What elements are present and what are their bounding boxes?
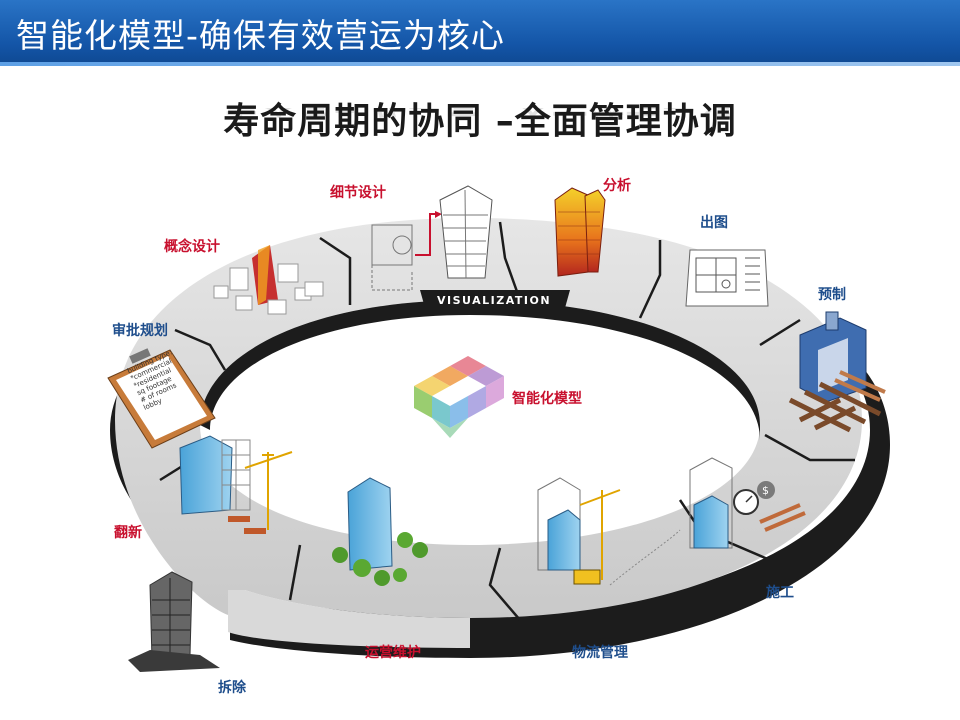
operation-maintenance-icon — [332, 477, 428, 586]
stage-label-concept-design: 概念设计 — [164, 239, 220, 255]
renovation-icon — [179, 435, 293, 534]
analysis-icon — [554, 187, 606, 277]
slide-subtitle: 寿命周期的协同 –全面管理协调 — [223, 101, 737, 142]
demolition-icon — [128, 571, 220, 672]
visualization-band-text: VISUALIZATION — [437, 294, 552, 307]
header-title: 智能化模型-确保有效营运为核心 — [16, 16, 505, 55]
header-bar: 智能化模型-确保有效营运为核心 — [0, 0, 960, 62]
drawing-output-icon — [685, 249, 769, 307]
smart-model-cube-icon — [414, 356, 504, 438]
ring-surface — [115, 218, 862, 648]
stage-label-demolition: 拆除 — [218, 680, 246, 696]
svg-text:$: $ — [762, 484, 769, 497]
stage-label-analysis: 分析 — [603, 178, 631, 194]
construction-icon: $ — [689, 457, 806, 549]
stage-label-logistics: 物流管理 — [572, 645, 628, 661]
concept-design-icon — [213, 245, 324, 315]
clipboard-icon — [107, 348, 216, 449]
header-divider — [0, 62, 960, 66]
visualization-band — [420, 290, 570, 308]
stage-label-operation: 运营维护 — [365, 645, 421, 661]
prefabrication-icon — [788, 311, 886, 433]
stage-label-renovation: 翻新 — [114, 525, 142, 541]
logistics-icon — [537, 477, 681, 586]
stage-label-detail-design: 细节设计 — [330, 185, 386, 201]
stage-label-planning-approval: 审批规划 — [112, 323, 168, 339]
stage-label-drawing: 出图 — [700, 215, 728, 231]
stage-label-prefab: 预制 — [818, 287, 846, 303]
stage-label-construction: 施工 — [766, 585, 794, 601]
detail-design-icon — [371, 185, 493, 291]
center-label-smart-model: 智能化模型 — [512, 391, 582, 407]
